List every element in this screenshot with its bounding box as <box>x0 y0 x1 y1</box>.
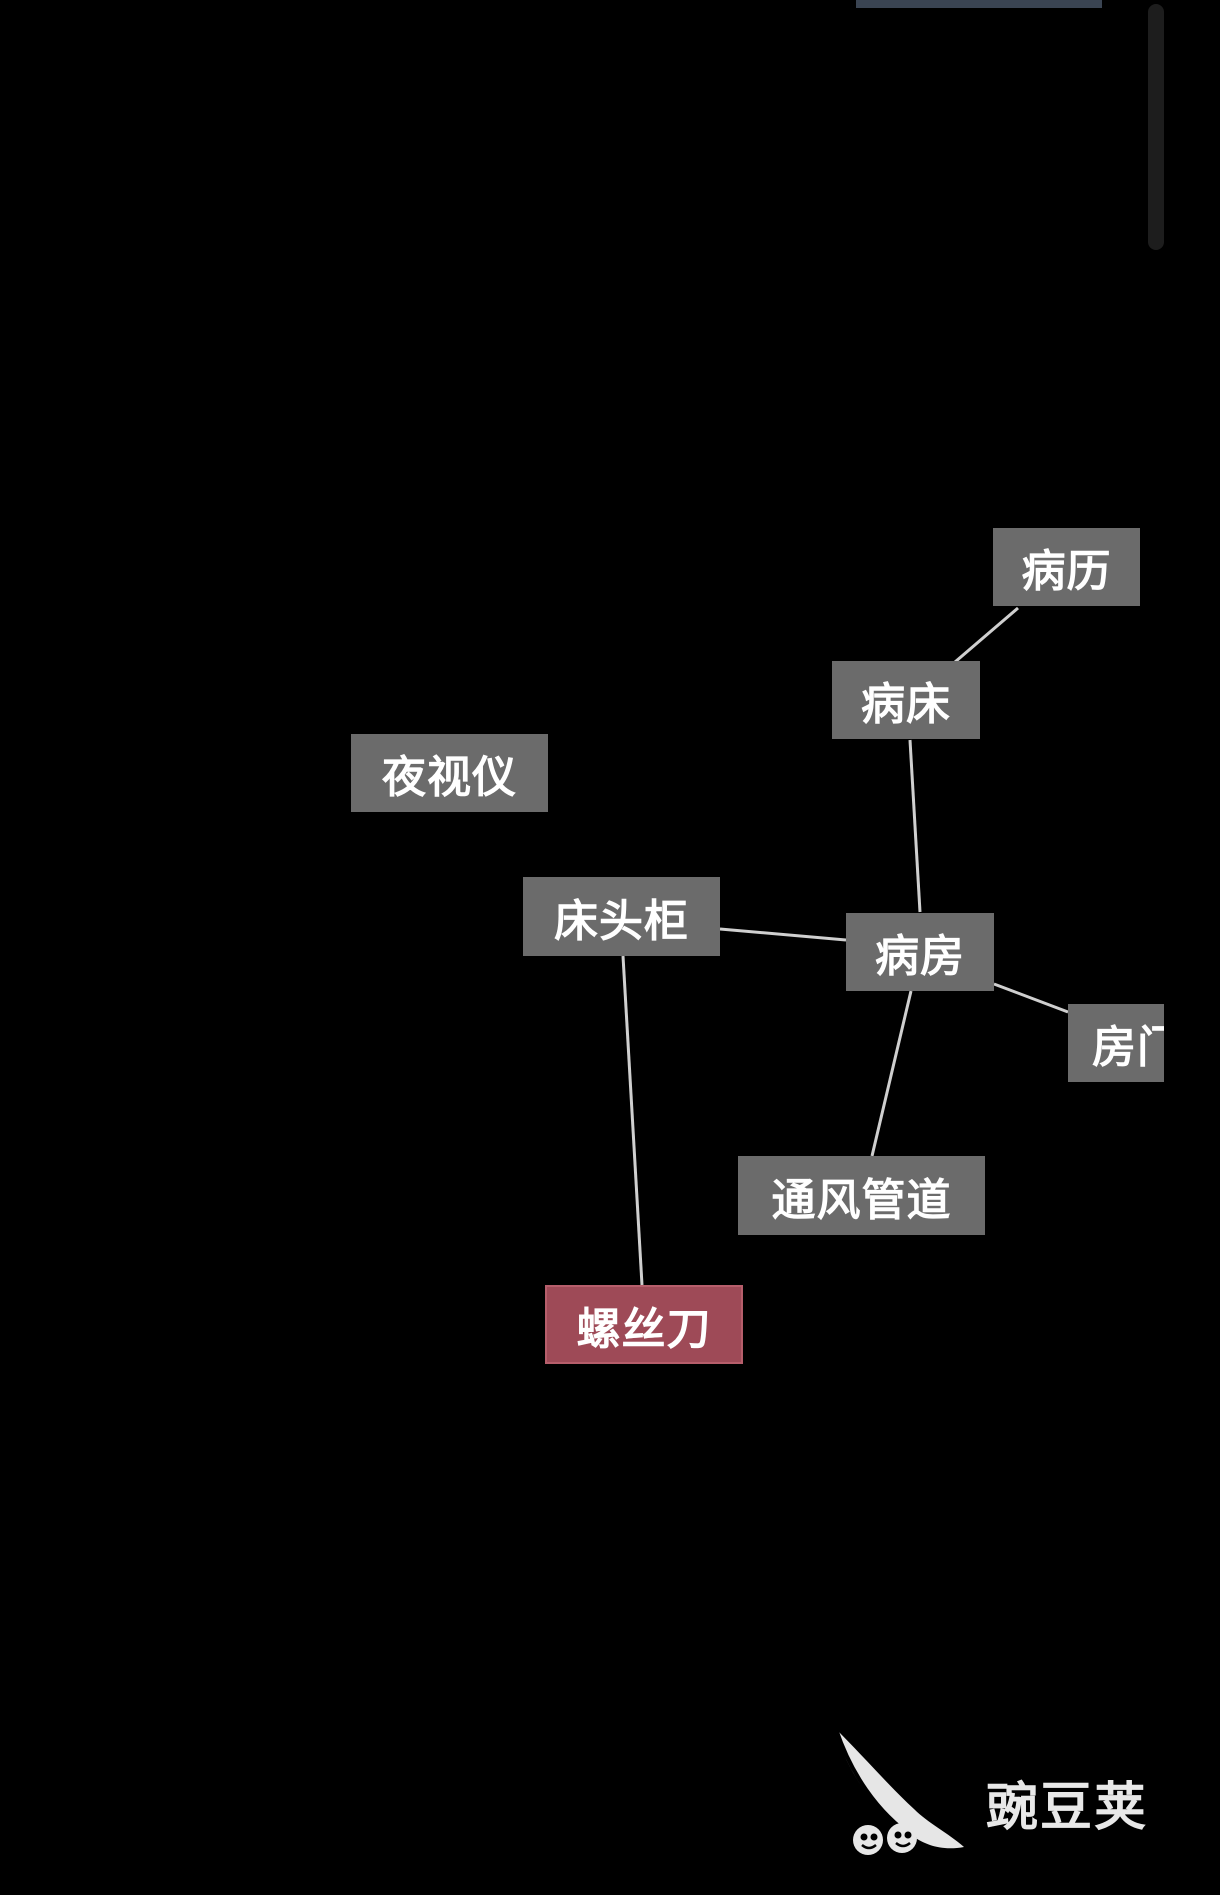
watermark: 豌豆荚 <box>830 1725 1190 1860</box>
clue-node-screwdriver[interactable]: 螺丝刀 <box>545 1285 743 1364</box>
link-cabinet-ward <box>719 927 847 942</box>
top-tab-indicator <box>856 0 1102 8</box>
side-scroll-handle[interactable] <box>1148 4 1164 250</box>
clue-node-hospital-bed[interactable]: 病床 <box>832 661 980 739</box>
clue-node-ward[interactable]: 病房 <box>846 913 994 991</box>
clue-node-medical-record[interactable]: 病历 <box>993 528 1140 606</box>
link-cabinet-screwdriver <box>621 955 644 1286</box>
link-bed-ward <box>908 739 922 913</box>
clue-node-door[interactable]: 房门 <box>1068 1004 1164 1082</box>
link-record-bed <box>954 606 1019 664</box>
clue-node-bedside-cabinet[interactable]: 床头柜 <box>523 877 720 956</box>
clue-node-night-vision[interactable]: 夜视仪 <box>351 734 548 812</box>
link-ward-door <box>993 982 1069 1014</box>
watermark-brand-text: 豌豆荚 <box>986 1778 1149 1838</box>
pea-pod-icon <box>834 1728 964 1855</box>
link-ward-duct <box>870 990 913 1157</box>
clue-node-ventilation-duct[interactable]: 通风管道 <box>738 1156 985 1235</box>
